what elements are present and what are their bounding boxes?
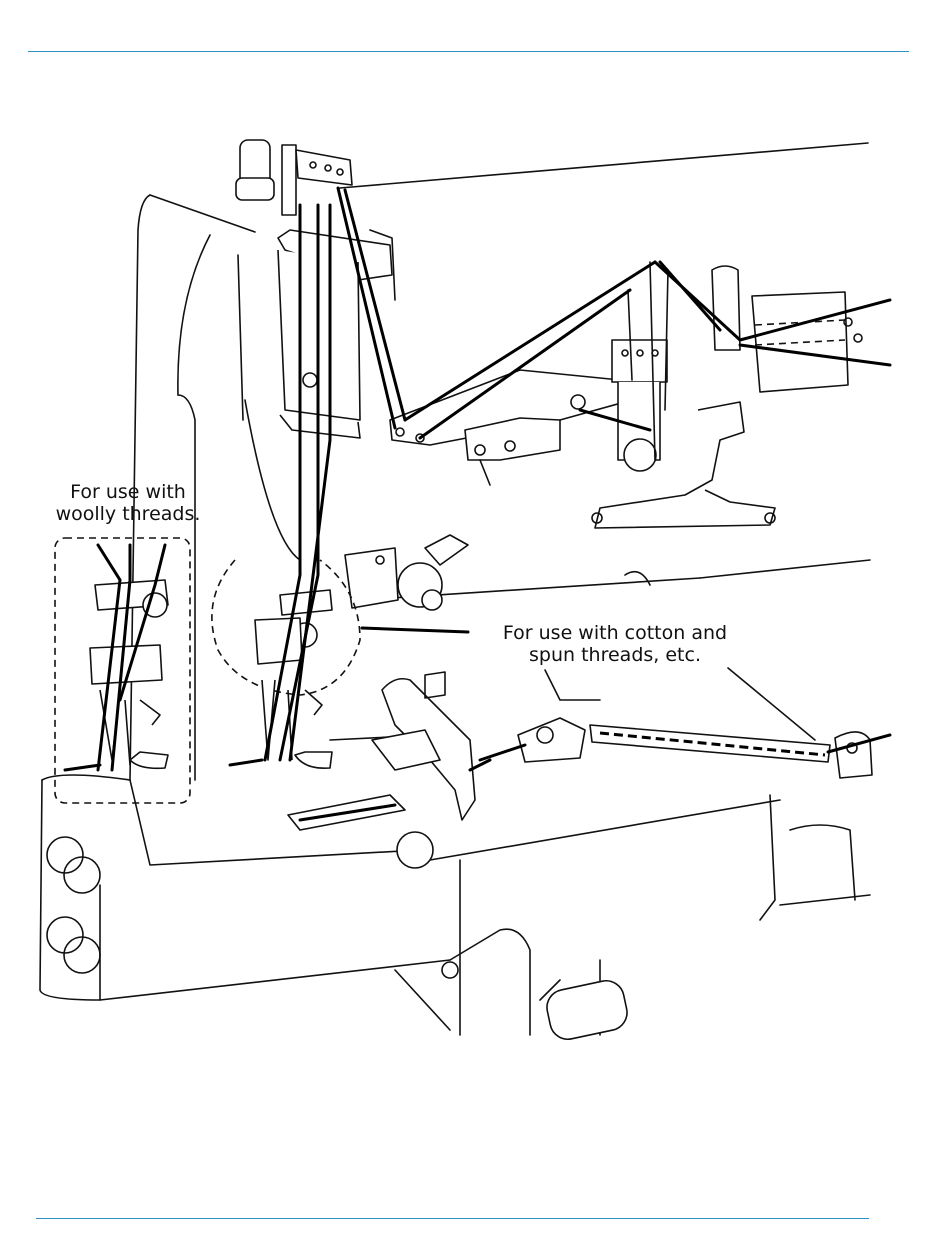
tension-knob-assembly (345, 535, 468, 610)
thread-tension-post (612, 262, 668, 471)
woolly-label-line-2: woolly threads. (38, 503, 218, 525)
tension-arm (390, 370, 650, 485)
woolly-inset-box (55, 538, 190, 803)
thread-stand (236, 140, 352, 215)
woolly-label-line-1: For use with (38, 481, 218, 503)
machine-head-outline (130, 143, 870, 780)
cotton-threads-label: For use with cotton and spun threads, et… (470, 622, 760, 666)
cotton-label-line-2: spun threads, etc. (470, 644, 760, 666)
machine-bed-outline (40, 775, 870, 1043)
cotton-label-line-1: For use with cotton and (470, 622, 760, 644)
footer-rule (36, 1218, 869, 1219)
woolly-threads-label: For use with woolly threads. (38, 481, 218, 525)
looper-assembly (288, 672, 890, 868)
